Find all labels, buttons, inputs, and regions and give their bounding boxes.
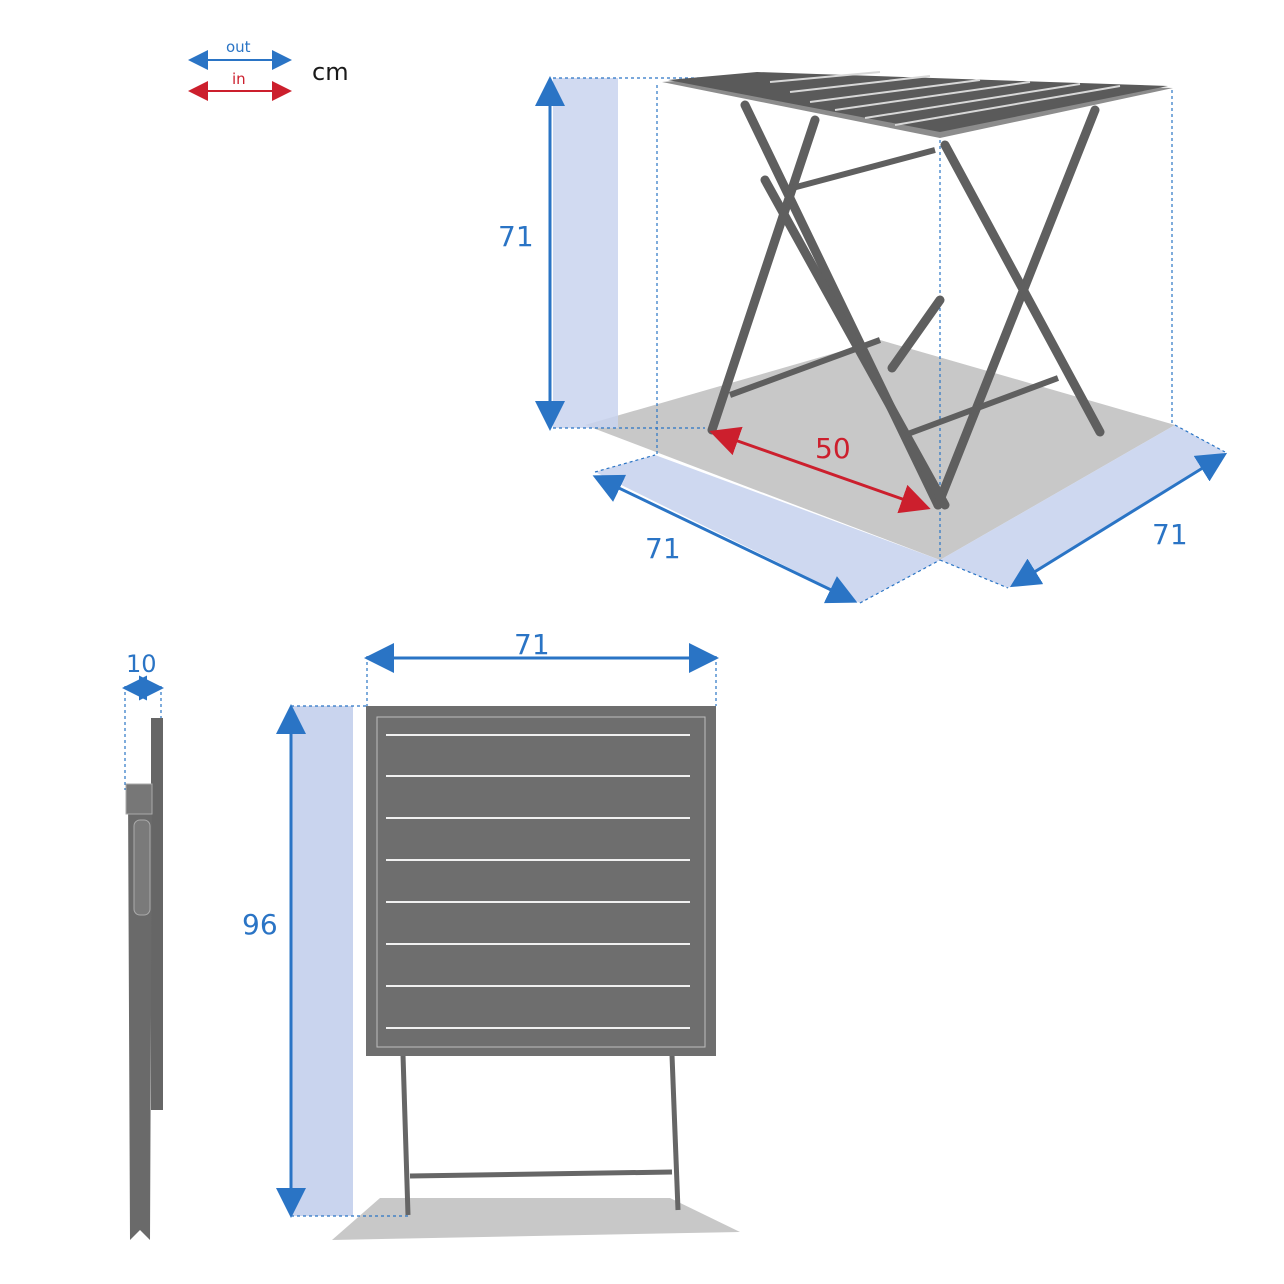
front-legs: [400, 1054, 681, 1216]
folded-width-label: 71: [514, 628, 550, 661]
legend: [188, 50, 292, 101]
table-top-surface: [668, 72, 1168, 132]
inner-span-arrow: [709, 426, 931, 514]
legend-in-label: in: [232, 70, 246, 88]
perspective-inner-span-label: 50: [815, 432, 851, 465]
front-height-band: [291, 706, 353, 1216]
depth-arrow: [592, 474, 858, 604]
perspective-width-label: 71: [1152, 518, 1188, 551]
front-floor-shadow: [332, 1198, 740, 1240]
legend-out-label: out: [226, 38, 251, 56]
perspective-view: [535, 71, 1228, 604]
height-band: [553, 78, 618, 428]
front-slats: [386, 734, 690, 1029]
front-table-inner-border: [376, 716, 706, 1048]
folded-side-view: [122, 675, 164, 1240]
width-arrow: [1009, 452, 1228, 588]
folded-brace: [133, 819, 151, 916]
folded-thickness-label: 10: [126, 650, 157, 678]
folded-height-label: 96: [242, 908, 278, 941]
table-slats: [769, 71, 1121, 126]
folded-hinge: [125, 783, 153, 815]
legend-unit: cm: [312, 58, 349, 86]
perspective-depth-label: 71: [645, 532, 681, 565]
table-crossbars: [728, 147, 1060, 438]
front-table-top: [366, 706, 716, 1056]
perspective-height-label: 71: [498, 220, 534, 253]
folded-top-side: [151, 718, 163, 1110]
folded-front-view: [276, 643, 740, 1240]
